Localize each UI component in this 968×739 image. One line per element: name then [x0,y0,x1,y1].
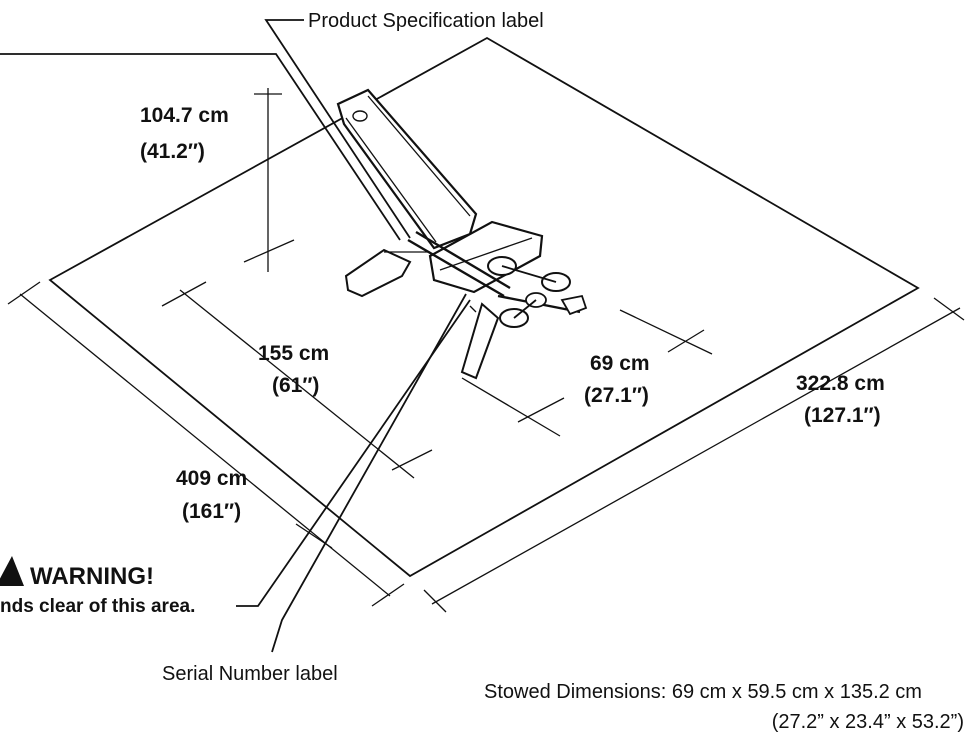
height-cm-label: 104.7 cm [140,104,229,127]
height-in-label: (41.2″) [140,140,205,163]
weight-bench-icon [336,88,588,380]
area-width-cm-label: 322.8 cm [796,372,885,395]
bench-length-in-label: (61″) [272,374,319,397]
leader-lines [0,19,471,653]
stowed-dimensions-line1: Stowed Dimensions: 69 cm x 59.5 cm x 135… [484,681,922,703]
stowed-dimensions-line2: (27.2” x 23.4” x 53.2”) [772,711,964,733]
product-spec-label: Product Specification label [308,10,544,32]
warning-triangle-icon [0,556,24,586]
bench-length-cm-label: 155 cm [258,342,329,365]
area-width-in-label: (127.1″) [804,404,881,427]
area-length-in-label: (161″) [182,500,241,523]
bench-width-in-label: (27.1″) [584,384,649,407]
warning-text: nds clear of this area. [0,596,195,617]
dimension-lines [7,88,965,613]
warning-block: WARNING! nds clear of this area. [0,556,195,617]
serial-number-label: Serial Number label [162,663,338,685]
bench-width-cm-label: 69 cm [590,352,650,375]
area-length-cm-label: 409 cm [176,467,247,490]
warning-title: WARNING! [30,563,154,590]
